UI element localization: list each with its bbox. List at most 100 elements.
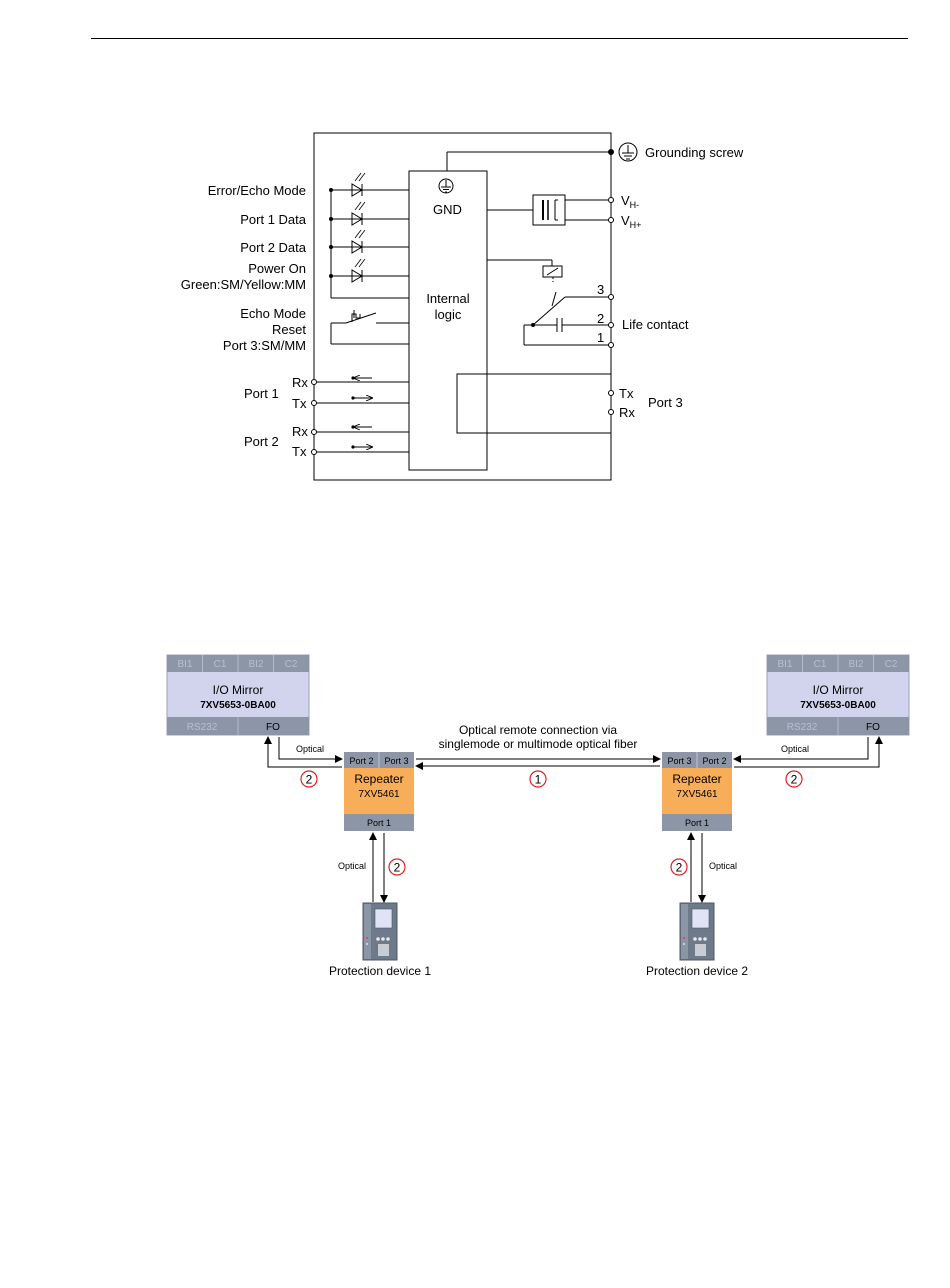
port3-rx-label: Rx xyxy=(619,405,635,420)
optical-label-left-mirror: Optical xyxy=(296,744,324,754)
marker-2-left-mirror: 2 xyxy=(300,770,318,788)
optical-label-device2: Optical xyxy=(709,861,737,871)
mirror-left-bi2: BI2 xyxy=(248,659,263,670)
optical-link-device1 xyxy=(369,832,388,903)
repeater-right-port2: Port 2 xyxy=(702,756,726,766)
protection-device-2-icon xyxy=(679,902,715,961)
repeater-right-title: Repeater xyxy=(672,772,721,786)
repeater-left-model: 7XV5461 xyxy=(358,789,400,800)
led-row-port1 xyxy=(329,201,409,226)
pin1-label: 1 xyxy=(597,330,604,345)
io-mirror-right: BI1 C1 BI2 C2 I/O Mirror 7XV5653-0BA00 R… xyxy=(766,654,910,736)
grounding-screw-icon xyxy=(618,142,638,162)
repeater-left-title: Repeater xyxy=(354,772,403,786)
marker-2-device1: 2 xyxy=(388,858,406,876)
echo-reset-switch xyxy=(330,310,409,345)
protection-device-2-label: Protection device 2 xyxy=(646,964,748,978)
gnd-label: GND xyxy=(433,202,462,217)
optical-link-device2 xyxy=(687,832,706,903)
repeater-left-port3: Port 3 xyxy=(384,756,408,766)
led-row-power xyxy=(329,258,409,283)
repeater-right-port1: Port 1 xyxy=(685,818,709,828)
io-mirror-left: BI1 C1 BI2 C2 I/O Mirror 7XV5653-0BA00 R… xyxy=(166,654,310,736)
mirror-right-title: I/O Mirror xyxy=(813,683,864,697)
port2-rx-label: Rx xyxy=(292,424,308,439)
svg-text:1: 1 xyxy=(535,773,542,787)
echo-mode-label: Echo Mode xyxy=(240,306,306,321)
optical-remote-link xyxy=(415,755,661,770)
port3-block xyxy=(456,373,612,434)
port1-tx-line xyxy=(311,396,409,406)
life-contact-relay xyxy=(487,259,614,348)
port3-mode-label: Port 3:SM/MM xyxy=(223,338,306,353)
port2-data-label: Port 2 Data xyxy=(240,240,307,255)
mirror-left-fo: FO xyxy=(266,722,280,733)
mirror-right-c2: C2 xyxy=(885,659,898,670)
port2-label: Port 2 xyxy=(244,434,279,449)
mirror-right-c1: C1 xyxy=(814,659,827,670)
repeater-right: Port 3 Port 2 Repeater 7XV5461 Port 1 xyxy=(662,752,732,831)
mirror-left-title: I/O Mirror xyxy=(213,683,264,697)
internal-label: Internal xyxy=(426,291,469,306)
repeater-left-port2: Port 2 xyxy=(349,756,373,766)
marker-2-right-mirror: 2 xyxy=(785,770,803,788)
power-supply-symbol xyxy=(487,194,614,226)
port2-tx-line xyxy=(311,445,409,455)
pin2-label: 2 xyxy=(597,311,604,326)
port1-rx-line xyxy=(311,376,409,385)
optical-label-device1: Optical xyxy=(338,861,366,871)
mirror-right-rs232: RS232 xyxy=(787,722,818,733)
mirror-right-bi2: BI2 xyxy=(848,659,863,670)
port1-tx-label: Tx xyxy=(292,396,307,411)
svg-text:2: 2 xyxy=(306,773,313,787)
marker-1-remote: 1 xyxy=(529,770,547,788)
led-row-error-echo xyxy=(329,172,409,197)
power-on-label: Power On xyxy=(248,261,306,276)
pin3-label: 3 xyxy=(597,282,604,297)
error-echo-label: Error/Echo Mode xyxy=(208,183,306,198)
block-diagram: Grounding screw GND Internal logic Error… xyxy=(181,132,744,481)
ground-icon xyxy=(438,178,454,194)
repeater-right-model: 7XV5461 xyxy=(676,789,718,800)
mirror-left-c2: C2 xyxy=(285,659,298,670)
mirror-right-bi1: BI1 xyxy=(777,659,792,670)
svg-text:2: 2 xyxy=(394,861,401,875)
optical-label-right-mirror: Optical xyxy=(781,744,809,754)
vh-plus-label: VH+ xyxy=(621,213,641,230)
grounding-screw-label: Grounding screw xyxy=(645,145,744,160)
device-outline xyxy=(313,132,612,481)
repeater-left: Port 2 Port 3 Repeater 7XV5461 Port 1 xyxy=(344,752,414,831)
port3-label: Port 3 xyxy=(648,395,683,410)
port2-tx-label: Tx xyxy=(292,444,307,459)
svg-text:2: 2 xyxy=(676,861,683,875)
vh-minus-label: VH- xyxy=(621,193,639,210)
life-contact-label: Life contact xyxy=(622,317,689,332)
repeater-right-port3: Port 3 xyxy=(667,756,691,766)
port3-tx-label: Tx xyxy=(619,386,634,401)
optical-link-line1: Optical remote connection via xyxy=(459,723,617,737)
protection-device-1-label: Protection device 1 xyxy=(329,964,431,978)
mirror-left-model: 7XV5653-0BA00 xyxy=(200,700,276,711)
repeater-left-port1: Port 1 xyxy=(367,818,391,828)
mirror-left-rs232: RS232 xyxy=(187,722,218,733)
led-row-port2 xyxy=(329,229,409,254)
marker-2-device2: 2 xyxy=(670,858,688,876)
internal-logic-block xyxy=(408,170,488,471)
mirror-left-bi1: BI1 xyxy=(177,659,192,670)
port1-rx-label: Rx xyxy=(292,375,308,390)
optical-link-left-mirror xyxy=(264,736,343,768)
power-on-colors-label: Green:SM/Yellow:MM xyxy=(181,277,306,292)
port1-label: Port 1 xyxy=(244,386,279,401)
optical-link-right-mirror xyxy=(733,736,883,768)
protection-device-1-icon xyxy=(362,902,398,961)
reset-label: Reset xyxy=(272,322,306,337)
mirror-left-c1: C1 xyxy=(214,659,227,670)
logic-label: logic xyxy=(435,307,462,322)
mirror-right-model: 7XV5653-0BA00 xyxy=(800,700,876,711)
system-diagram: BI1 C1 BI2 C2 I/O Mirror 7XV5653-0BA00 R… xyxy=(166,654,910,978)
optical-link-line2: singlemode or multimode optical fiber xyxy=(439,737,638,751)
port1-data-label: Port 1 Data xyxy=(240,212,307,227)
port2-rx-line xyxy=(311,425,409,435)
mirror-right-fo: FO xyxy=(866,722,880,733)
